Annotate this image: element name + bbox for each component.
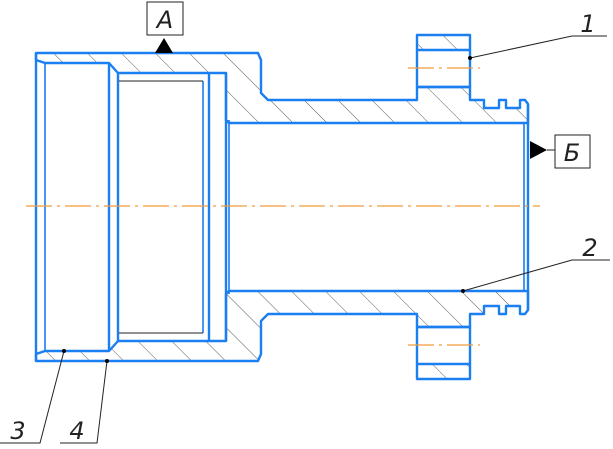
datum-a-label: A — [155, 6, 173, 34]
bottom-wall-outline — [34, 289, 530, 363]
callout-2: 2 — [461, 234, 610, 293]
bottom-flange-outline — [415, 325, 472, 381]
callout-4-label: 4 — [69, 417, 84, 445]
callout-1: 1 — [468, 10, 607, 60]
callout-3-label: 3 — [10, 417, 25, 445]
part-section — [34, 33, 530, 381]
callout-4: 4 — [60, 359, 109, 445]
datum-triangle-icon — [155, 38, 173, 53]
bottom-wall-hatch — [36, 291, 528, 361]
callout-3: 3 — [0, 349, 66, 445]
datum-b: Б — [530, 134, 591, 169]
datum-b-label: Б — [564, 139, 580, 167]
top-flange-outline — [415, 33, 472, 89]
datum-a: A — [146, 1, 184, 53]
callout-2-label: 2 — [582, 234, 597, 262]
top-wall-hatch — [36, 53, 528, 123]
datum-triangle-icon — [530, 141, 547, 159]
top-wall-outline — [34, 51, 530, 125]
callout-1-label: 1 — [580, 10, 595, 38]
bottom-flange-hatch — [417, 364, 470, 379]
top-flange-hatch — [417, 35, 470, 50]
